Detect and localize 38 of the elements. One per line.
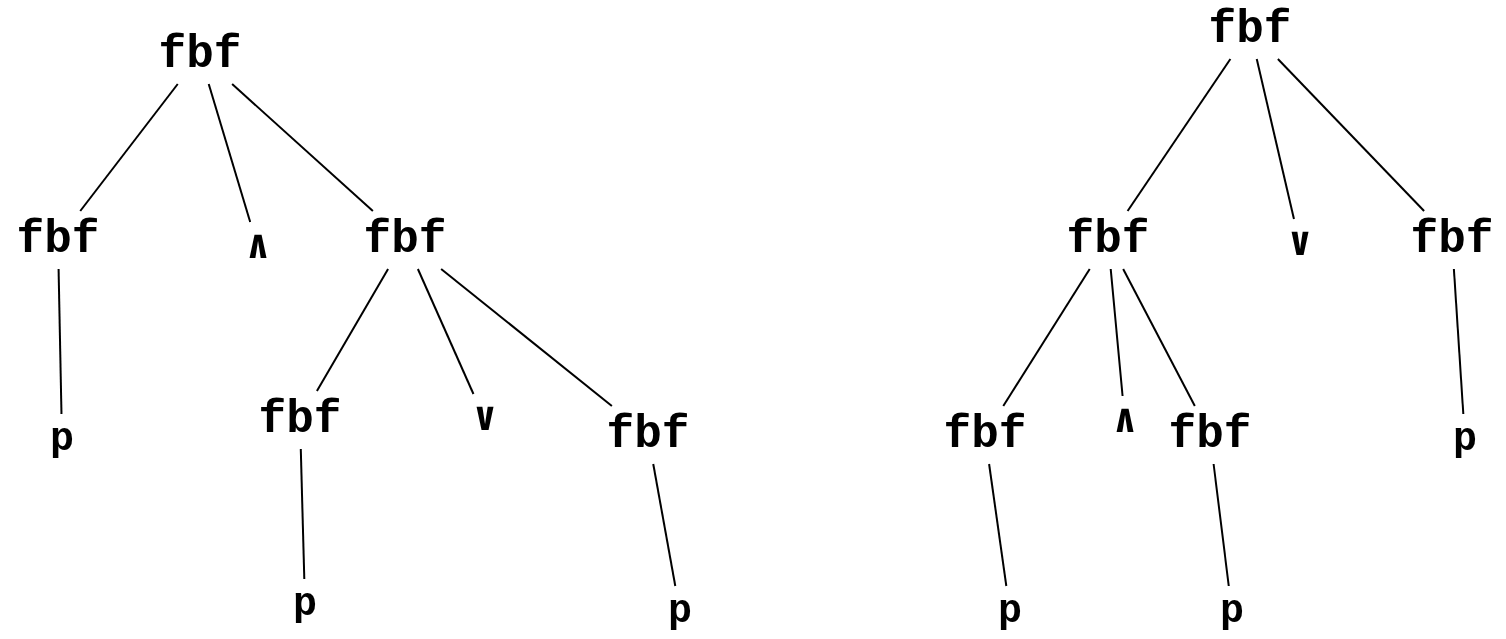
tree-branch-line (79, 83, 179, 212)
tree-node-label: fbf (1402, 211, 1502, 269)
tree-branch-line (440, 268, 613, 407)
tree-branch-line (1212, 463, 1230, 587)
tree-node-label: p (1445, 414, 1485, 466)
tree-node-label: ∧ (1104, 396, 1146, 448)
tree-node-label: ∨ (464, 394, 506, 446)
tree-branch-line (1276, 58, 1426, 212)
tree-node-label: p (660, 586, 700, 638)
tree-node-label: fbf (1058, 211, 1158, 269)
tree-branch-line (988, 463, 1008, 587)
tree-branch-line (1109, 268, 1124, 397)
tree-branch-line (1255, 58, 1295, 220)
tree-node-label: fbf (250, 391, 350, 449)
tree-branch-line (315, 268, 390, 392)
tree-node-label: ∧ (237, 222, 279, 274)
tree-branch-line (231, 83, 374, 212)
tree-node-label: fbf (598, 406, 698, 464)
tree-node-label: p (990, 586, 1030, 638)
tree-branch-line (207, 83, 252, 223)
tree-branch-line (57, 268, 63, 415)
tree-node-label: p (285, 579, 325, 631)
tree-node-label: ∨ (1279, 219, 1321, 271)
tree-branch-line (1126, 58, 1232, 212)
tree-node-label: fbf (1200, 1, 1300, 59)
tree-node-label: fbf (150, 26, 250, 84)
tree-node-label: fbf (355, 211, 455, 269)
tree-branch-line (652, 463, 677, 587)
tree-node-label: fbf (935, 406, 1035, 464)
tree-node-label: p (42, 414, 82, 466)
tree-branch-line (1002, 268, 1091, 407)
tree-branch-line (1122, 268, 1196, 407)
tree-branch-line (1452, 268, 1465, 415)
tree-branch-line (416, 268, 475, 395)
tree-node-label: p (1212, 586, 1252, 638)
tree-branch-line (299, 448, 306, 580)
tree-node-label: fbf (1160, 406, 1260, 464)
tree-node-label: fbf (8, 211, 108, 269)
